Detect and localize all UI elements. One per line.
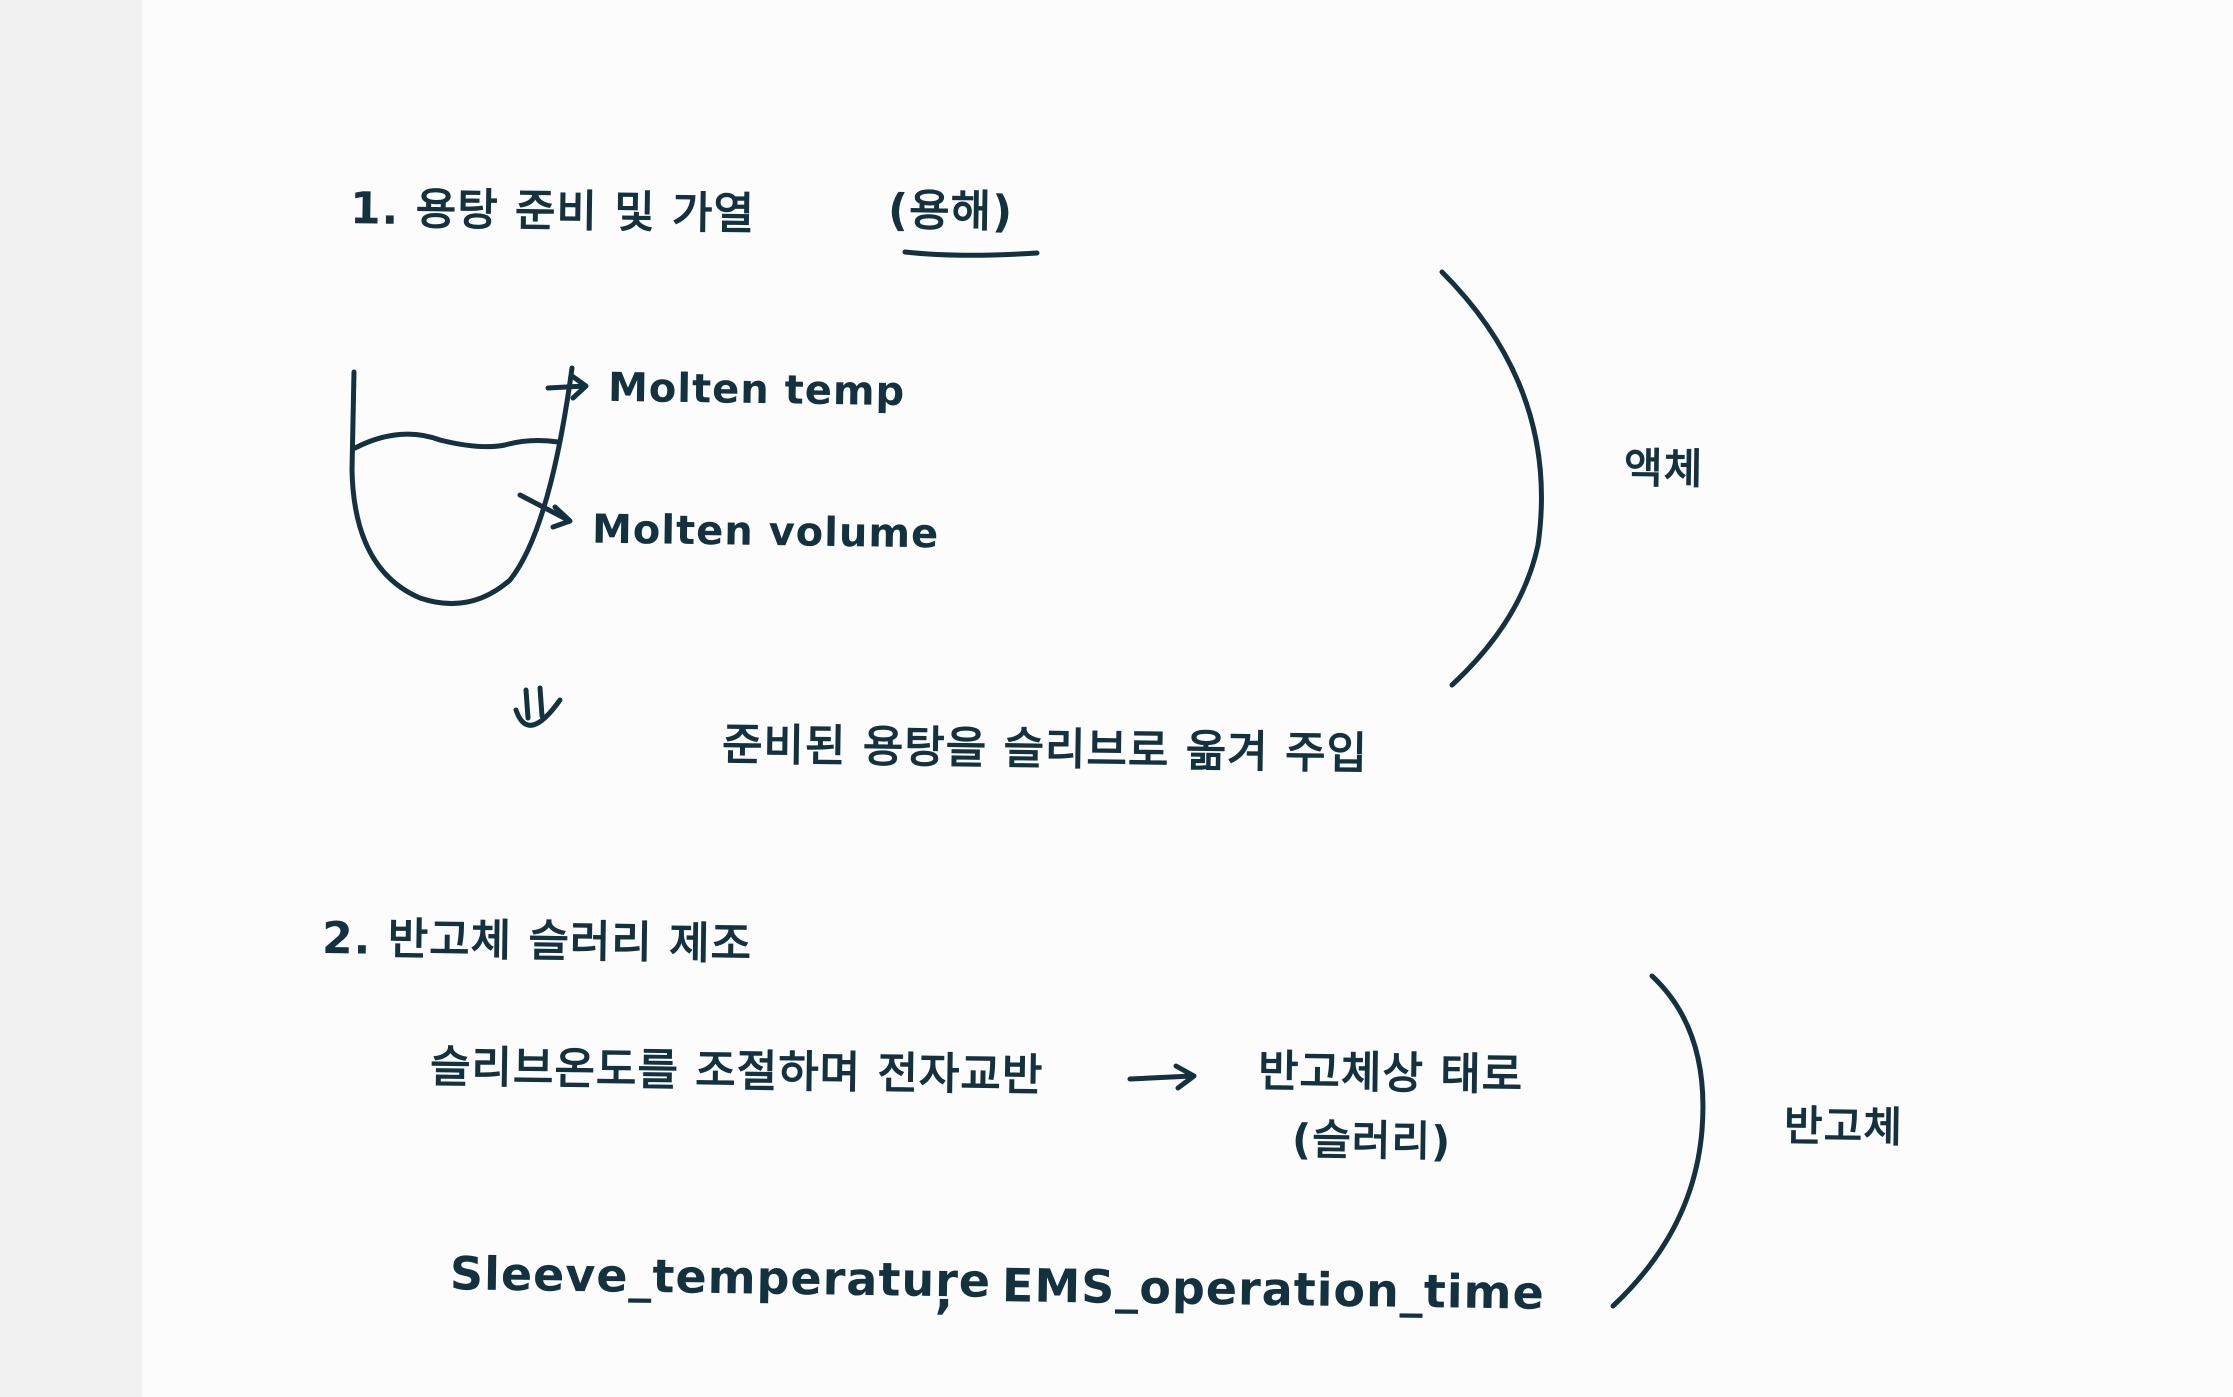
transfer-text: 준비된 용탕을 슬리브로 옮겨 주입 [721, 719, 1369, 780]
variable-ems-operation-time: EMS_operation_time [1001, 1258, 1546, 1320]
section1-heading: 1. 용탕 준비 및 가열 [349, 183, 756, 240]
variable-sleeve-temperature: Sleeve_temperature [449, 1246, 992, 1308]
section1-heading-note: (용해) [887, 185, 1014, 238]
group-label-semisolid: 반고체 [1783, 1101, 1904, 1152]
process-text: 슬리브온도를 조절하며 전자교반 [429, 1041, 1044, 1102]
variables-separator: , [934, 1263, 955, 1321]
label-molten-temp: Molten temp [607, 364, 906, 416]
group-label-liquid: 액체 [1623, 443, 1704, 494]
section2-heading: 2. 반고체 슬러리 제조 [321, 912, 753, 971]
result-text: 반고체상 태로 [1257, 1046, 1524, 1101]
result-note: (슬러리) [1291, 1114, 1452, 1167]
label-molten-volume: Molten volume [591, 506, 940, 558]
note-canvas [142, 0, 2233, 1397]
